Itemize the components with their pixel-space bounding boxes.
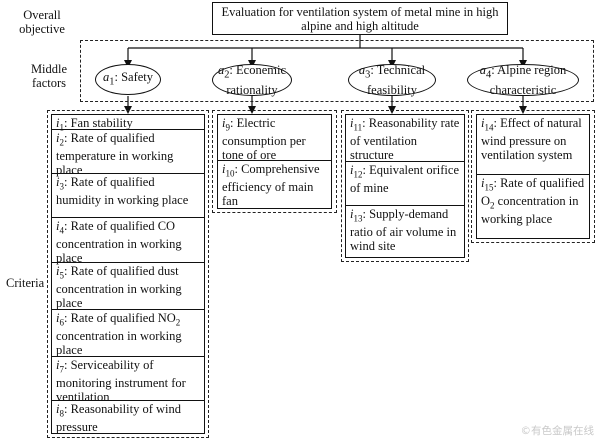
criterion-text: Rate of qualified NO2 concentration in w… xyxy=(56,311,182,357)
middle-factors-frame xyxy=(80,40,594,102)
criterion-text: Rate of qualified CO concentration in wo… xyxy=(56,219,182,265)
criteria-list-alpine: i14: Effect of natural wind pressure on … xyxy=(476,114,590,239)
factor-sub: 1 xyxy=(109,76,115,88)
criterion-text: Rate of qualified humidity in working pl… xyxy=(56,175,189,207)
criteria-list-technical: i11: Reasonability rate of ventilation s… xyxy=(345,114,465,258)
factor-code: a xyxy=(358,63,366,78)
factor-label: Safety xyxy=(121,69,153,84)
watermark-text: ©有色金属在线 xyxy=(520,425,595,437)
criterion-i11: i11: Reasonability rate of ventilation s… xyxy=(346,115,464,162)
factor-label: Technical feasibility xyxy=(367,63,426,97)
criteria-group-safety-frame xyxy=(47,110,209,438)
factor-a2-economic: a2: Econemic rationality xyxy=(212,63,292,97)
criterion-i15: i15: Rate of qualified O2 concentration … xyxy=(481,176,585,226)
criterion-i7: i7: Serviceability of monitoring instrum… xyxy=(52,357,204,404)
criteria-list-economic: i9: Electric consumption per tone of ore… xyxy=(217,114,332,209)
criterion-text: Reasonability rate of ventilation struct… xyxy=(350,116,460,162)
criteria-group-economic-frame xyxy=(212,110,337,213)
criterion-i6: i6: Rate of qualified NO2 concentration … xyxy=(52,310,204,357)
criterion-i1: i1: Fan stability xyxy=(52,115,204,133)
factor-code: a xyxy=(103,69,110,84)
criterion-text: Equivalent orifice of mine xyxy=(350,163,459,195)
criterion-text: Effect of natural wind pressure on venti… xyxy=(481,116,582,162)
objective-text: Evaluation for ventilation system of met… xyxy=(221,5,499,33)
criterion-i5: i5: Rate of qualified dust concentration… xyxy=(52,263,204,310)
factor-a4-alpine: a4: Alpine region characteristic xyxy=(467,63,579,97)
criterion-i10: i10: Comprehensive efficiency of main fa… xyxy=(222,162,320,208)
criterion-text: Reasonability of wind pressure xyxy=(56,402,181,434)
criterion-i12: i12: Equivalent orifice of mine xyxy=(346,162,464,206)
criterion-i8: i8: Reasonability of wind pressure xyxy=(56,402,181,434)
objective-box: Evaluation for ventilation system of met… xyxy=(212,2,508,35)
middle-factors-label: Middle factors xyxy=(30,62,68,90)
overall-objective-label: Overall objective xyxy=(19,8,65,36)
criterion-text: Rate of qualified dust concentration in … xyxy=(56,264,182,310)
criteria-group-technical-frame xyxy=(341,110,469,262)
criteria-label: Criteria xyxy=(6,276,45,290)
criterion-text: Rate of qualified temperature in working… xyxy=(56,131,174,177)
factor-sub: 4 xyxy=(486,69,492,81)
factor-a3-technical: a3: Technical feasibility xyxy=(348,63,436,97)
criterion-i2: i2: Rate of qualified temperature in wor… xyxy=(52,130,204,177)
criterion-i13: i13: Supply-demand ratio of air volume i… xyxy=(350,207,457,253)
criterion-text: Electric consumption per tone of ore xyxy=(222,116,306,162)
criteria-list-safety: i1: Fan stability i2: Rate of qualified … xyxy=(51,114,205,434)
criterion-text: Rate of qualified O2 concentration in wo… xyxy=(481,176,585,226)
criterion-text: Fan stability xyxy=(70,116,133,130)
criteria-group-alpine-frame xyxy=(471,110,595,243)
criterion-i9: i9: Electric consumption per tone of ore xyxy=(218,115,331,161)
factor-sub: 2 xyxy=(224,69,230,81)
factor-sub: 3 xyxy=(365,69,371,81)
criterion-text: Comprehensive efficiency of main fan xyxy=(222,162,320,208)
criterion-i3: i3: Rate of qualified humidity in workin… xyxy=(52,174,204,218)
criterion-text: Supply-demand ratio of air volume in win… xyxy=(350,207,457,253)
factor-code: a xyxy=(479,63,487,78)
factor-label: Alpine region characteristic xyxy=(489,63,567,97)
criterion-text: Serviceability of monitoring instrument … xyxy=(56,358,186,404)
factor-label: Econemic rationality xyxy=(226,63,287,97)
criterion-i4: i4: Rate of qualified CO concentration i… xyxy=(52,218,204,265)
factor-code: a xyxy=(217,63,225,78)
factor-a1-safety: a1: Safety xyxy=(95,64,161,95)
criterion-i14: i14: Effect of natural wind pressure on … xyxy=(477,115,589,175)
